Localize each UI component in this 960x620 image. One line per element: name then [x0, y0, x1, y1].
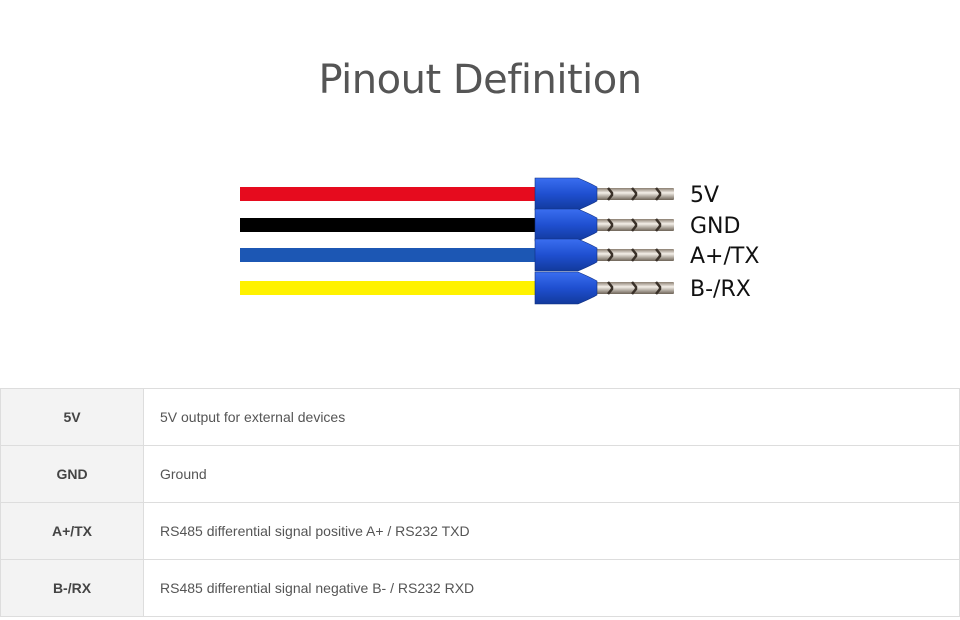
pin-name: A+/TX — [0, 502, 144, 560]
crimp-mark — [607, 218, 614, 232]
ferrule-sleeve — [534, 177, 598, 211]
crimp-mark — [631, 281, 638, 295]
crimp-mark — [655, 281, 662, 295]
ferrule-sleeve — [534, 208, 598, 242]
crimp-mark — [631, 248, 638, 262]
wire-gnd: GND — [240, 208, 740, 242]
wire-insulation — [240, 281, 540, 295]
ferrule-sleeve — [534, 271, 598, 305]
wire-label: GND — [690, 214, 740, 239]
wire-label: B-/RX — [690, 277, 751, 302]
wiring-diagram: 5V GND A+/TX B-/RX — [240, 177, 759, 305]
wire-brx: B-/RX — [240, 271, 751, 305]
pin-description: 5V output for external devices — [143, 388, 960, 446]
pin-name: 5V — [0, 388, 144, 446]
wire-label: A+/TX — [690, 244, 759, 269]
wire-5v: 5V — [240, 177, 719, 211]
pin-name: GND — [0, 445, 144, 503]
pin-description: RS485 differential signal negative B- / … — [143, 559, 960, 617]
crimp-mark — [607, 281, 614, 295]
page-title: Pinout Definition — [318, 56, 642, 103]
pin-description: Ground — [143, 445, 960, 503]
crimp-mark — [655, 218, 662, 232]
crimp-mark — [631, 187, 638, 201]
crimp-mark — [607, 248, 614, 262]
crimp-mark — [655, 248, 662, 262]
wire-insulation — [240, 248, 540, 262]
wire-insulation — [240, 187, 540, 201]
wire-label: 5V — [690, 183, 719, 208]
crimp-mark — [655, 187, 662, 201]
wire-insulation — [240, 218, 540, 232]
crimp-mark — [607, 187, 614, 201]
pin-description: RS485 differential signal positive A+ / … — [143, 502, 960, 560]
crimp-mark — [631, 218, 638, 232]
ferrule-sleeve — [534, 238, 598, 272]
pin-name: B-/RX — [0, 559, 144, 617]
wire-atx: A+/TX — [240, 238, 759, 272]
